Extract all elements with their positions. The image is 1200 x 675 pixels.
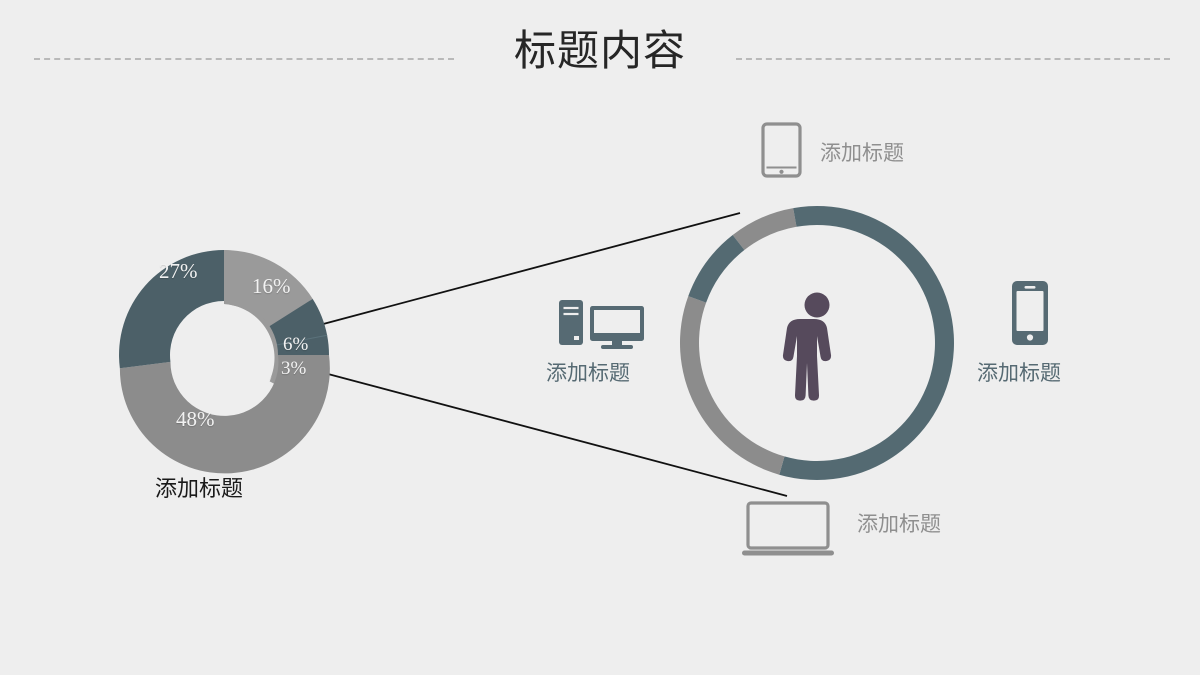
laptop-screen [746, 501, 830, 550]
phone-screen [1016, 291, 1044, 331]
person-head [804, 292, 830, 318]
leader-line-lower [312, 369, 788, 497]
tablet-icon [761, 122, 802, 178]
left-donut-caption: 添加标题 [155, 476, 244, 501]
left-donut-slice-3 [277, 335, 329, 355]
left-donut [119, 250, 330, 474]
left-slice-label-27: 27% [159, 259, 198, 283]
tablet-home-button [779, 169, 784, 174]
node-label-laptop[interactable]: 添加标题 [857, 513, 941, 536]
person-body [782, 319, 832, 401]
left-slice-label-6: 6% [283, 334, 309, 355]
phone-home-button [1026, 334, 1034, 341]
title-rule-right [736, 58, 1170, 60]
node-label-tablet[interactable]: 添加标题 [820, 142, 904, 165]
leader-lines [311, 212, 788, 497]
title-rule-left [34, 58, 454, 60]
phone-speaker [1024, 286, 1036, 289]
pc-tower-power [574, 336, 579, 340]
tablet-body [761, 122, 802, 178]
left-donut-slice-16 [224, 250, 313, 327]
right-donut [679, 205, 954, 480]
left-slice-label-16: 16% [252, 274, 291, 298]
pc-tower [559, 300, 583, 345]
left-donut-divider-6-3 [276, 334, 328, 346]
pc-monitor-stand [601, 345, 633, 349]
node-label-phone[interactable]: 添加标题 [977, 362, 1061, 385]
slide-header: 标题内容 [0, 22, 1200, 86]
laptop-base [742, 550, 834, 556]
right-donut-slice-top-gray [732, 208, 797, 251]
node-label-desktop-pc[interactable]: 添加标题 [546, 362, 630, 385]
person-icon [782, 292, 832, 401]
phone-icon [1012, 281, 1048, 345]
left-slice-label-3: 3% [281, 358, 307, 379]
right-donut-slice-left-slate [688, 235, 745, 303]
pc-monitor-screen [594, 310, 640, 333]
laptop-icon [742, 501, 834, 556]
left-donut-slice-27 [119, 250, 224, 369]
leader-line-upper [311, 212, 741, 328]
desktop-pc-icon [559, 300, 644, 349]
pc-monitor-neck [612, 341, 622, 346]
right-donut-slice-bottom-gray [679, 296, 785, 475]
left-donut-slice-6 [269, 298, 328, 345]
left-slice-label-48: 48% [176, 407, 215, 431]
page-title: 标题内容 [513, 27, 686, 74]
left-donut-slice-48 [119, 355, 330, 474]
